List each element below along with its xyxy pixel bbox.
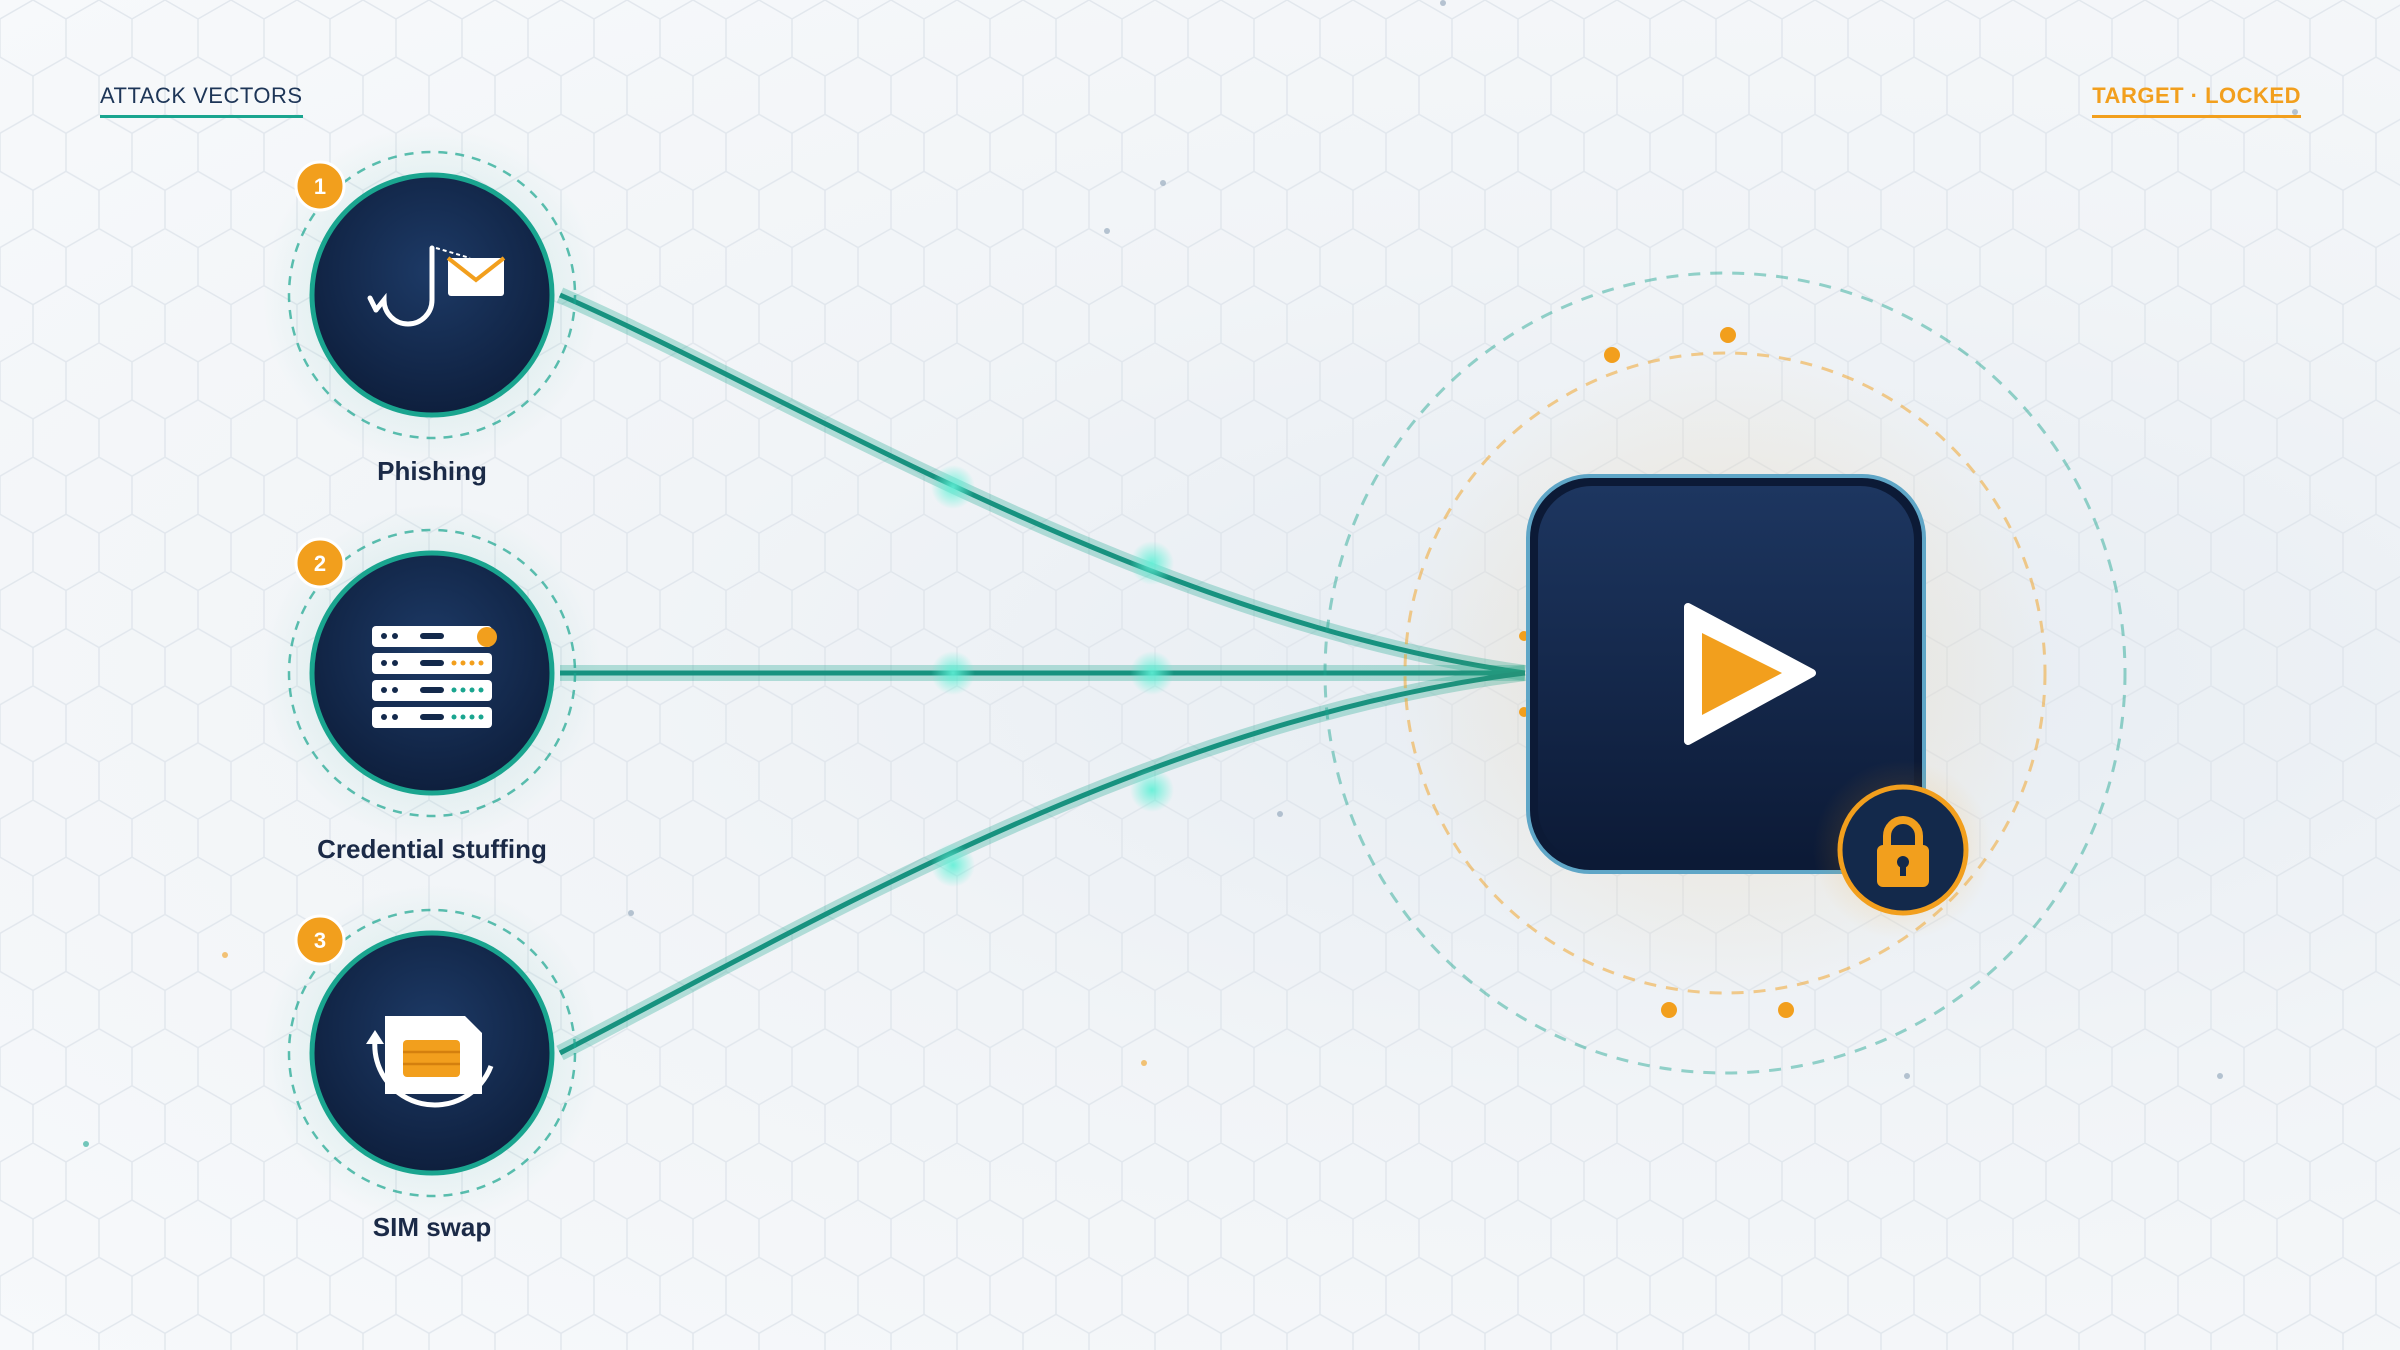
background-particles	[83, 0, 2298, 1147]
padlock-icon	[1877, 816, 1929, 887]
fishing-hook-envelope-icon	[367, 245, 506, 327]
vector-node-credential-stuffing[interactable]	[262, 503, 602, 843]
target-application[interactable]	[1526, 474, 1926, 874]
vector-label-credential-stuffing: Credential stuffing	[317, 834, 547, 864]
vector-number-badge: 1	[294, 160, 346, 212]
connection-line-sim-swap	[558, 670, 1526, 1056]
attack-vectors-heading: ATTACK VECTORS	[100, 83, 303, 118]
vector-number-1: 1	[314, 174, 326, 199]
vector-node-phishing[interactable]	[262, 125, 602, 465]
vector-number-3: 3	[314, 928, 326, 953]
lock-badge	[1813, 760, 1993, 940]
server-stack-icon	[372, 626, 497, 728]
vector-label-phishing: Phishing	[377, 456, 487, 486]
vector-label-sim-swap: SIM swap	[372, 1212, 492, 1242]
data-pulses	[931, 465, 1174, 887]
vector-number-badge: 3	[294, 914, 346, 966]
sim-card-swap-icon	[366, 1016, 494, 1108]
vector-number-2: 2	[314, 551, 326, 576]
connection-line-phishing	[558, 292, 1526, 676]
play-icon	[1684, 603, 1816, 745]
target-status-label: TARGET · LOCKED	[2092, 83, 2301, 118]
connection-lines	[556, 287, 1527, 1061]
vector-node-sim-swap[interactable]	[262, 883, 602, 1223]
vector-number-badge: 2	[294, 537, 346, 589]
